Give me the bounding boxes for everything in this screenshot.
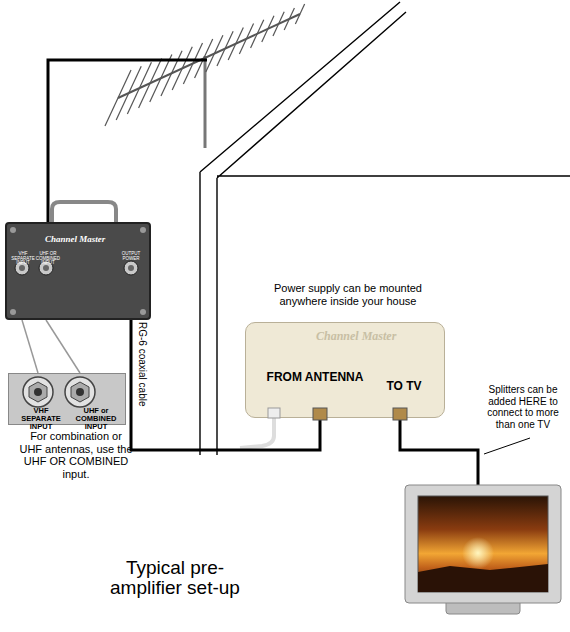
antenna-element bbox=[161, 51, 182, 96]
splitter-note: Splitters can be added HERE to connect t… bbox=[477, 384, 569, 430]
antenna bbox=[105, 4, 305, 126]
leader-line bbox=[22, 320, 38, 373]
antenna-element bbox=[273, 12, 284, 36]
node-text: VHF SEPARATE INPUT bbox=[13, 407, 69, 431]
leader-line bbox=[484, 438, 530, 454]
power-supply-box: Channel MasterFROM ANTENNA TO TV bbox=[245, 322, 445, 418]
antenna-element bbox=[239, 24, 253, 54]
tv-cable bbox=[400, 418, 478, 490]
carry-handle bbox=[52, 202, 116, 224]
node-text: FROM ANTENNA bbox=[260, 371, 370, 384]
antenna-boom bbox=[118, 14, 300, 98]
preamplifier-box: Channel Master bbox=[5, 222, 151, 320]
node-text: Channel Master bbox=[45, 234, 125, 244]
input-callout: VHF SEPARATE INPUTUHF or COMBINED INPUT bbox=[8, 373, 126, 425]
antenna-element bbox=[251, 20, 264, 48]
antenna-element bbox=[228, 27, 243, 60]
power-supply-note: Power supply can be mounted anywhere ins… bbox=[250, 282, 446, 308]
antenna-element bbox=[217, 31, 233, 66]
antenna-element bbox=[284, 8, 294, 30]
usage-note: For combination or UHF antennas, use the… bbox=[18, 430, 134, 481]
diagram-title: Typical pre-amplifier set-up bbox=[95, 558, 255, 598]
node-text: TO TV bbox=[374, 379, 434, 393]
antenna-mast bbox=[204, 56, 207, 148]
cable-label: RG-6 coaxial cable bbox=[134, 322, 148, 406]
antenna-element bbox=[262, 16, 274, 42]
antenna-element bbox=[295, 4, 304, 24]
node-text: Channel Master bbox=[316, 329, 436, 344]
television bbox=[405, 485, 561, 614]
antenna-element bbox=[150, 55, 172, 102]
house-outline bbox=[200, 2, 570, 455]
node-text: UHF or COMBINED INPUT bbox=[67, 407, 125, 431]
antenna-element bbox=[206, 35, 223, 72]
antenna-element bbox=[195, 39, 213, 78]
preamp-ports bbox=[10, 227, 146, 315]
leader-line bbox=[46, 320, 80, 373]
antenna-element bbox=[172, 47, 192, 90]
power-cord bbox=[240, 416, 274, 448]
power-supply-ports bbox=[268, 408, 407, 420]
inset-connectors bbox=[23, 377, 95, 407]
antenna-element bbox=[105, 70, 131, 126]
antenna-element bbox=[183, 43, 202, 84]
